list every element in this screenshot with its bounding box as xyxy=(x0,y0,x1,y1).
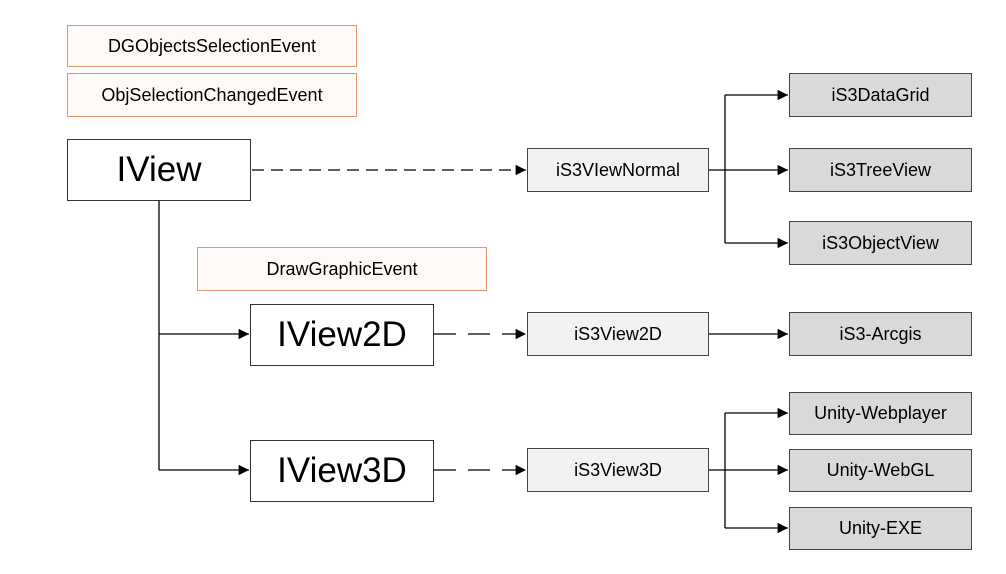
obj-selection-changed-event: ObjSelectionChangedEvent xyxy=(67,73,357,117)
is3-object-view-box: iS3ObjectView xyxy=(789,221,972,265)
unity-webgl-box: Unity-WebGL xyxy=(789,449,972,492)
iview3d-box: IView3D xyxy=(250,440,434,502)
is3-view2d-box: iS3View2D xyxy=(527,312,709,356)
dg-objects-selection-event: DGObjectsSelectionEvent xyxy=(67,25,357,67)
is3-arcgis-box: iS3-Arcgis xyxy=(789,312,972,356)
is3-tree-view-box: iS3TreeView xyxy=(789,148,972,192)
unity-webplayer-box: Unity-Webplayer xyxy=(789,392,972,435)
iview2d-box: IView2D xyxy=(250,304,434,366)
draw-graphic-event: DrawGraphicEvent xyxy=(197,247,487,291)
iview-box: IView xyxy=(67,139,251,201)
unity-exe-box: Unity-EXE xyxy=(789,507,972,550)
is3-view-normal-box: iS3VIewNormal xyxy=(527,148,709,192)
is3-view3d-box: iS3View3D xyxy=(527,448,709,492)
is3-data-grid-box: iS3DataGrid xyxy=(789,73,972,117)
